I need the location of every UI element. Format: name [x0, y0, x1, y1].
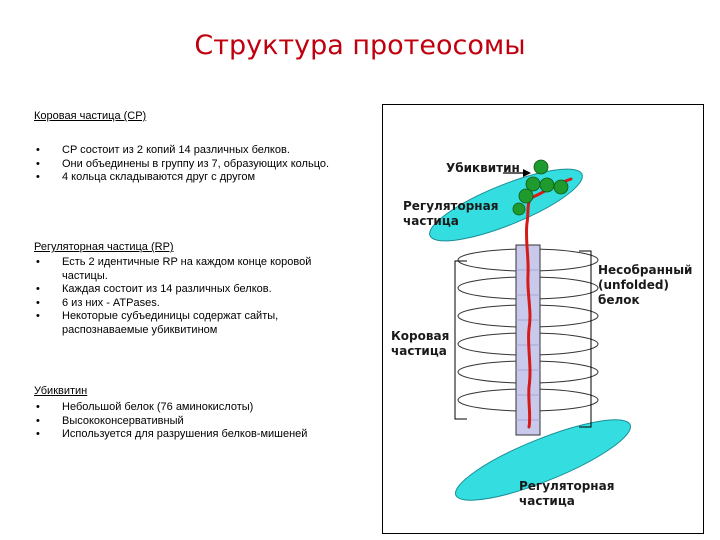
page-title: Структура протеосомы: [194, 30, 526, 61]
list-item: Есть 2 идентичные RP на каждом конце кор…: [36, 256, 354, 283]
core-particle-label-line2: частица: [391, 344, 447, 358]
core-particle-label-line1: Коровая: [391, 329, 450, 343]
list-item: Некоторые субъединицы содержат сайты, ра…: [36, 310, 312, 337]
ubiquitin-label: Убиквитин: [446, 161, 520, 175]
list-item: 4 кольца складываются друг с другом: [36, 171, 336, 185]
list-item: Высококонсервативный: [36, 415, 366, 429]
ubiquitin-heading: Убиквитин: [34, 385, 88, 397]
proteasome-diagram: Убиквитин Регуляторная частица Несобранн…: [382, 104, 704, 534]
list-item: Каждая состоит из 14 различных белков.: [36, 283, 356, 297]
list-item: CP состоит из 2 копий 14 различных белко…: [36, 144, 336, 158]
list-item: Небольшой белок (76 аминокислоты): [36, 401, 366, 415]
ubiquitin-list: Небольшой белок (76 аминокислоты) Высоко…: [36, 401, 366, 442]
list-item: 6 из них - ATPases.: [36, 297, 356, 311]
core-particle-label: Коровая частица: [391, 329, 449, 359]
unfolded-protein-label-line2: (unfolded): [598, 278, 669, 292]
unfolded-protein-label: Несобранный (unfolded) белок: [598, 263, 692, 308]
list-item: Они объединены в группу из 7, образующих…: [36, 158, 332, 172]
regulatory-top-label: Регуляторная частица: [403, 199, 498, 229]
regulatory-bottom-label: Регуляторная частица: [519, 479, 614, 509]
unfolded-protein-label-line1: Несобранный: [598, 263, 693, 277]
regulatory-bottom-label-line1: Регуляторная: [519, 479, 615, 493]
ubiquitin-chain: [512, 159, 569, 216]
core-particle-list: CP состоит из 2 копий 14 различных белко…: [36, 144, 336, 185]
core-particle-heading: Коровая частица (CP): [34, 110, 147, 122]
regulatory-cap-bottom: [454, 419, 632, 501]
regulatory-particle-heading: Регуляторная частица (RP): [34, 241, 174, 253]
unfolded-protein-bracket: [579, 250, 592, 428]
regulatory-bottom-label-line2: частица: [519, 494, 575, 508]
regulatory-top-label-line1: Регуляторная: [403, 199, 499, 213]
regulatory-top-label-line2: частица: [403, 214, 459, 228]
list-item: Используется для разрушения белков-мишен…: [36, 428, 366, 442]
core-particle-bracket: [454, 260, 467, 420]
proteasome-drawing: [429, 159, 632, 501]
unfolded-protein-label-line3: белок: [598, 293, 640, 307]
regulatory-particle-list: Есть 2 идентичные RP на каждом конце кор…: [36, 256, 356, 337]
